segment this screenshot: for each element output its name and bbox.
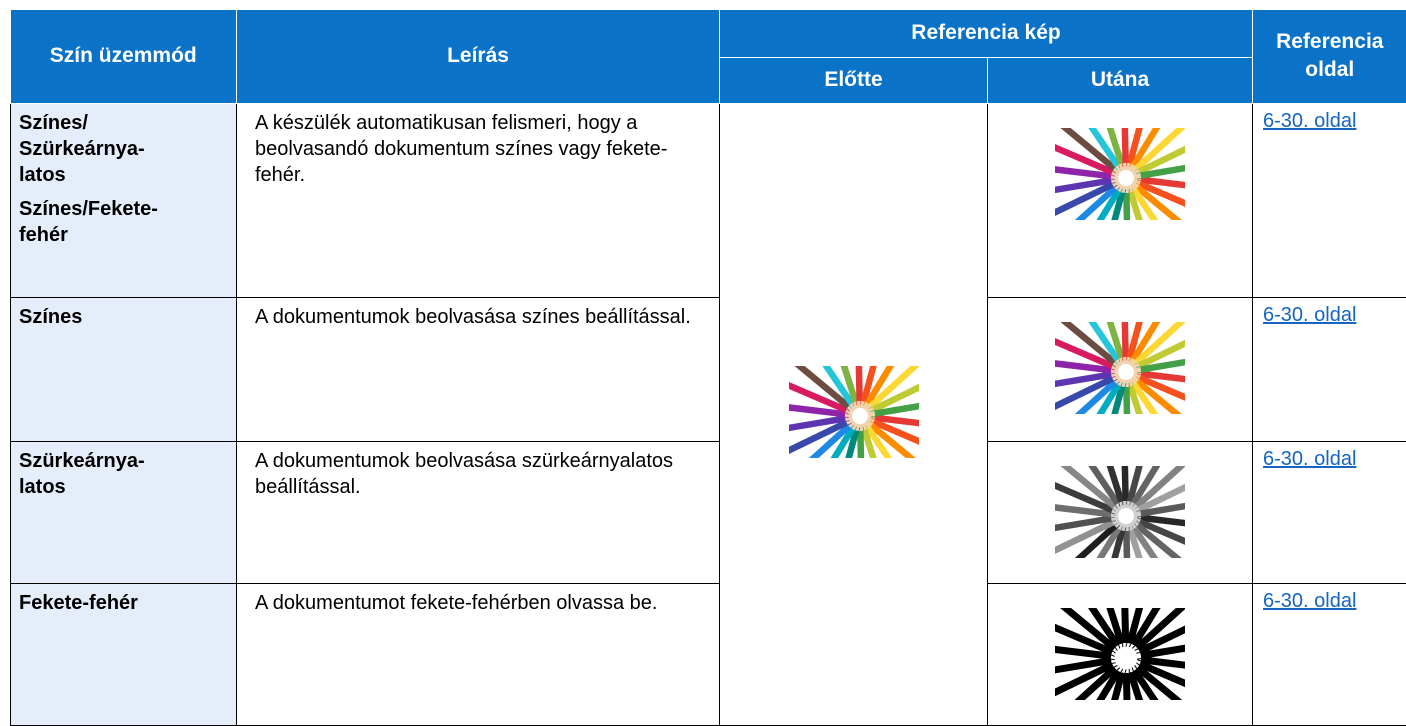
mode-cell: Színes <box>10 296 237 442</box>
table-row: Színes A dokumentumok beolvasása színes … <box>10 281 1406 462</box>
pencils-svg <box>1036 425 1216 606</box>
mode-label-line: Szürkeárnya- <box>19 449 145 472</box>
reference-page-link[interactable]: 6-30. oldal <box>1263 589 1357 612</box>
mode-label-line: latos <box>19 475 66 498</box>
header-color-mode: Szín üzemmód <box>10 10 237 104</box>
header-reference-page-label: Referencia oldal <box>1276 30 1384 82</box>
header-reference-page: Referencia oldal <box>1252 10 1406 104</box>
before-pencils-image <box>769 325 950 506</box>
pencils-svg <box>1036 281 1216 462</box>
header-reference-image: Referencia kép <box>718 10 1254 58</box>
reference-page-link[interactable]: 6-30. oldal <box>1263 447 1357 470</box>
mode-label-line: Színes <box>19 305 83 328</box>
pencils-svg <box>1036 567 1216 726</box>
description-cell: A dokumentumot fekete-fehérben olvassa b… <box>236 582 720 726</box>
after-pencils-image <box>1036 567 1216 726</box>
reference-page-link[interactable]: 6-30. oldal <box>1263 303 1357 326</box>
pencils-svg <box>1036 87 1216 268</box>
table-row: Szürkeárnya- latos A dokumentumok beolva… <box>10 425 1406 606</box>
reference-cell: 6-30. oldal <box>1252 102 1406 298</box>
table-row: Fekete-fehér A dokumentumot fekete-fehér… <box>10 567 1406 726</box>
mode-label-line: Színes/ <box>19 111 88 134</box>
color-mode-table: Szín üzemmód Leírás Referencia kép Refer… <box>10 10 1406 726</box>
mode-cell: Színes/ Szürkeárnya- latos Színes/Fekete… <box>10 102 237 298</box>
mode-cell: Fekete-fehér <box>10 582 237 726</box>
header-description: Leírás <box>236 10 720 104</box>
mode-label-line: Színes/Fekete- <box>19 197 158 220</box>
description-cell: A készülék automatikusan felismeri, hogy… <box>236 102 720 298</box>
after-pencils-image <box>1036 281 1216 462</box>
description-cell: A dokumentumok beolvasása színes beállít… <box>236 296 720 442</box>
header-after: Utána <box>986 56 1253 104</box>
reference-page-link[interactable]: 6-30. oldal <box>1263 109 1357 132</box>
header-before: Előtte <box>719 56 988 104</box>
after-image-cell <box>986 425 1254 606</box>
after-image-cell <box>986 281 1254 462</box>
pencils-svg <box>769 325 950 506</box>
mode-label-line: Fekete-fehér <box>19 591 138 614</box>
mode-label-line: fehér <box>19 223 68 246</box>
mode-cell: Szürkeárnya- latos <box>10 440 237 584</box>
after-pencils-image <box>1036 87 1216 268</box>
reference-cell: 6-30. oldal <box>1252 440 1406 584</box>
mode-label-line: Szürkeárnya- <box>19 137 145 160</box>
reference-cell: 6-30. oldal <box>1252 296 1406 442</box>
before-image-cell <box>719 102 988 726</box>
mode-label-line: latos <box>19 163 66 186</box>
reference-cell: 6-30. oldal <box>1252 582 1406 726</box>
after-image-cell <box>986 567 1254 726</box>
description-cell: A dokumentumok beolvasása szürkeárnyalat… <box>236 440 720 584</box>
after-image-cell <box>986 87 1254 298</box>
table-row: Színes/ Szürkeárnya- latos Színes/Fekete… <box>10 87 1406 726</box>
after-pencils-image <box>1036 425 1216 606</box>
